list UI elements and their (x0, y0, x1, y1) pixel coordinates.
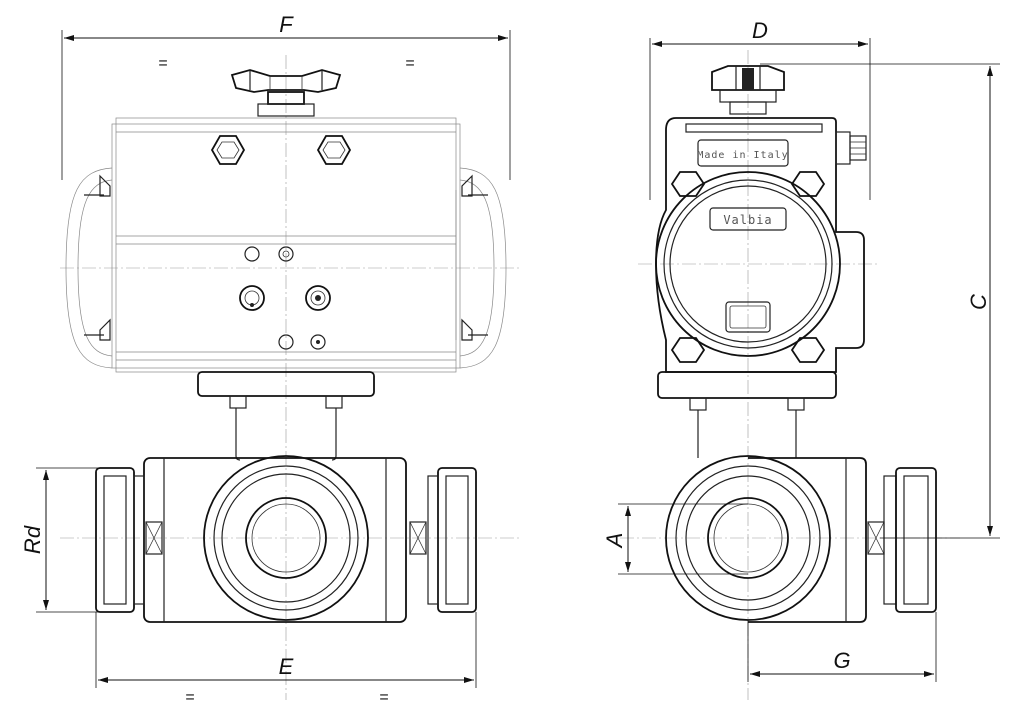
dim-label-D: D (752, 18, 768, 43)
dimension-G: G (747, 612, 937, 682)
equal-mark-top-right: = (405, 55, 414, 72)
dim-label-C: C (966, 294, 991, 310)
actuator-bolts (210, 135, 352, 165)
brand-label: Valbia (723, 213, 772, 227)
valve-body-front (95, 455, 477, 623)
dimension-A: A (602, 503, 748, 575)
mounting-flange (197, 371, 375, 461)
equal-mark-top-left: = (158, 55, 167, 72)
dim-label-E: E (279, 654, 294, 679)
side-flange (657, 371, 837, 458)
air-ports (239, 246, 331, 350)
dim-label-Rd: Rd (20, 525, 45, 554)
dimension-D: D (649, 18, 871, 200)
dimension-F: F = = (61, 12, 511, 180)
dim-label-A: A (602, 533, 627, 550)
dimension-Rd: Rd (20, 467, 100, 613)
side-view: Made in Italy Valbia (620, 50, 960, 700)
side-actuator-body: Made in Italy Valbia (655, 117, 867, 373)
dimension-C: C (760, 63, 1000, 539)
made-in-italy-label: Made in Italy (697, 150, 788, 161)
side-indicator (711, 65, 785, 115)
position-indicator (230, 69, 342, 117)
valve-body-side (665, 455, 937, 623)
equal-mark-bottom-right: = (379, 689, 388, 706)
front-view (60, 55, 520, 700)
dim-label-F: F (279, 12, 294, 37)
equal-mark-bottom-left: = (185, 689, 194, 706)
dim-label-G: G (833, 648, 850, 673)
dimension-E: E = = (95, 612, 477, 706)
